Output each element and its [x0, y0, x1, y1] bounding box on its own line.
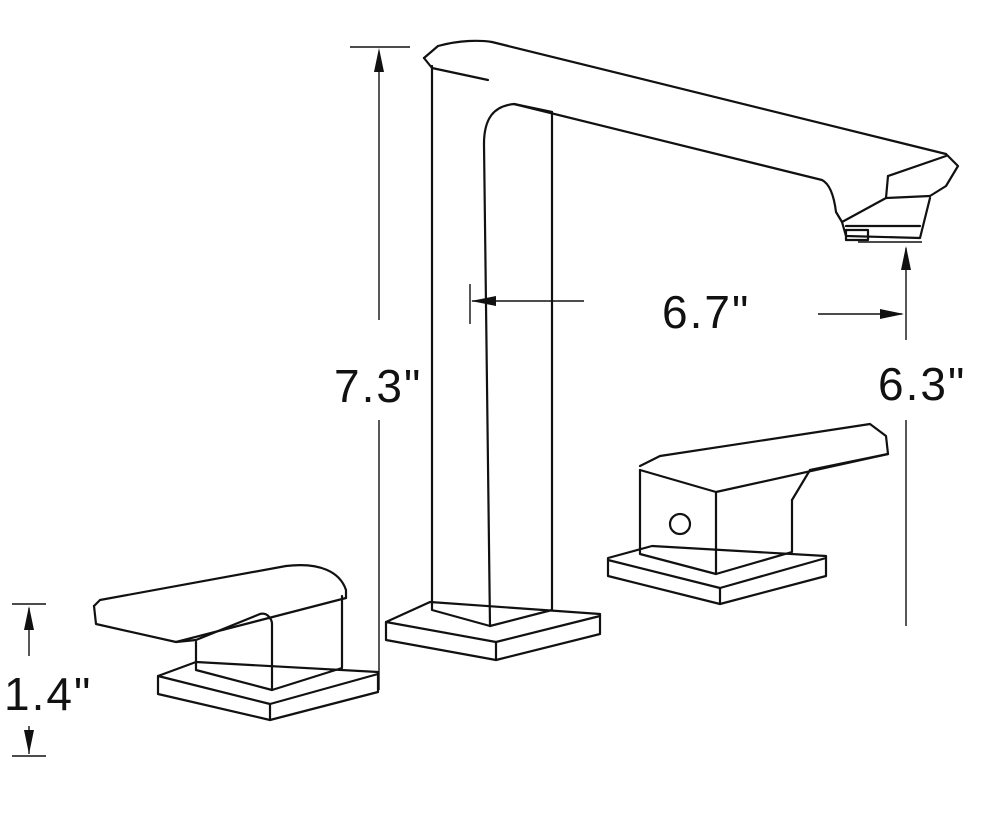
spout-reach-label: 6.7"	[662, 286, 750, 338]
spout-reach-dimension	[469, 284, 904, 324]
total-height-dimension	[350, 46, 410, 690]
total-height-label: 7.3"	[334, 360, 422, 412]
spout-height-dimension	[858, 241, 922, 626]
left-handle	[92, 564, 380, 722]
spout-body	[384, 39, 960, 662]
right-handle	[606, 422, 890, 606]
spout-height-label: 6.3"	[878, 358, 966, 410]
handle-height-dimension	[12, 603, 46, 757]
handle-height-label: 1.4"	[4, 668, 92, 720]
